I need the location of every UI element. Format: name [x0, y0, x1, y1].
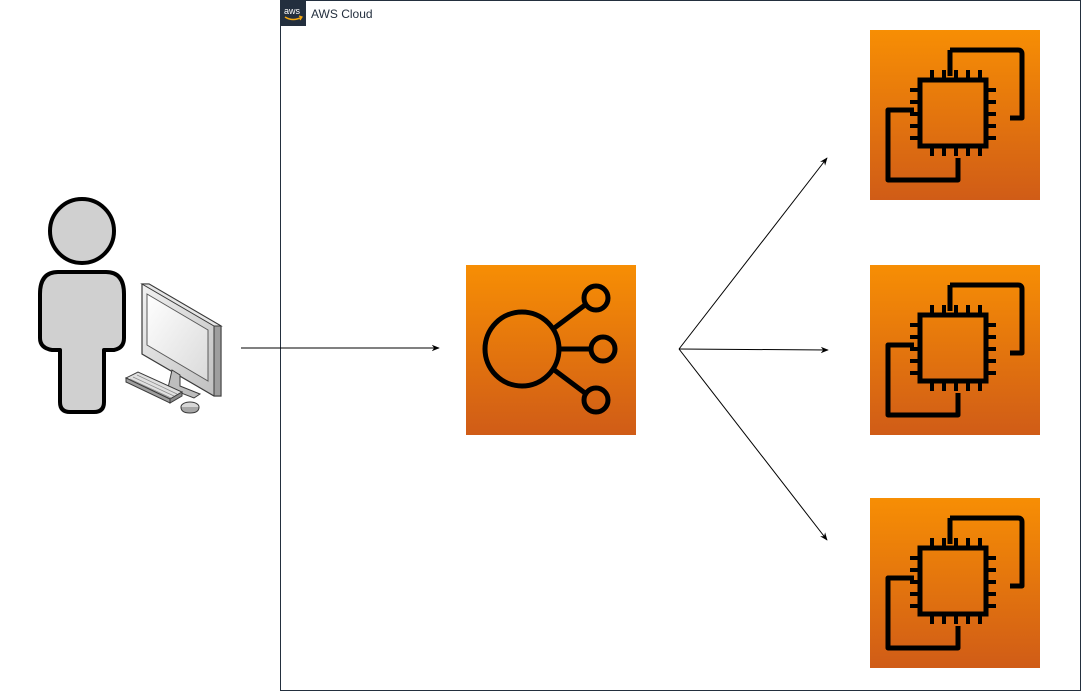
- elastic-load-balancing-icon[interactable]: [466, 265, 636, 435]
- connector-elb-to-ec2-2: [678, 346, 829, 354]
- ec2-instance-3[interactable]: [870, 498, 1040, 668]
- ec2-instance-1[interactable]: [870, 30, 1040, 200]
- aws-logo-text: aws: [284, 6, 301, 16]
- user-icon: [38, 197, 126, 414]
- desktop-computer-icon: [124, 283, 223, 414]
- connector-elb-to-ec2-1: [678, 157, 828, 350]
- aws-cloud-label: AWS Cloud: [311, 7, 373, 21]
- ec2-instance-2[interactable]: [870, 265, 1040, 435]
- connector-elb-to-ec2-3: [678, 348, 828, 541]
- aws-logo-icon: aws: [280, 0, 306, 26]
